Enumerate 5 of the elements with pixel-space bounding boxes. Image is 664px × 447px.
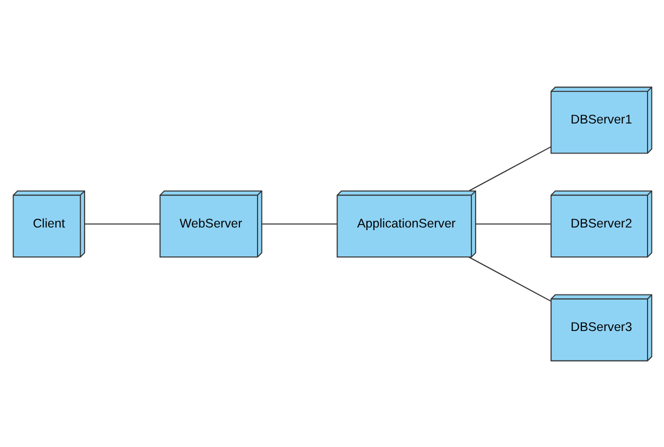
connector xyxy=(468,256,551,302)
connector xyxy=(261,222,337,224)
connector xyxy=(84,222,160,224)
connector xyxy=(468,146,551,191)
connector xyxy=(475,222,550,224)
